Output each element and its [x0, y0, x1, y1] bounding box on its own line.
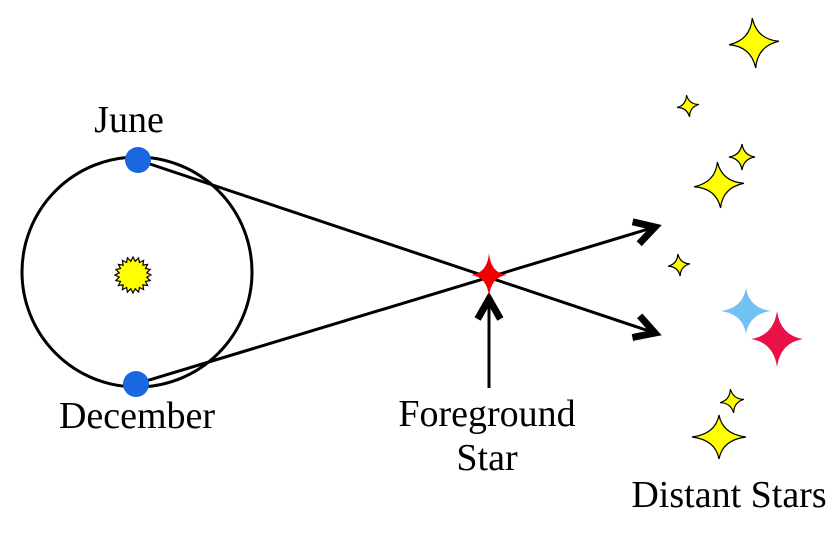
label-december: December — [58, 395, 216, 437]
foreground-star-icon — [471, 253, 507, 297]
sight-line-december — [135, 225, 656, 386]
sight-line-december-arrowhead-icon — [631, 218, 662, 247]
earth-december-dot — [123, 371, 149, 397]
label-foreground-line1: Foreground — [398, 393, 576, 435]
sight-line-june — [137, 158, 656, 335]
label-june: June — [94, 99, 164, 141]
earth-june-dot — [125, 147, 151, 173]
foreground-star-pointer-arrow-arrowhead-icon — [474, 291, 504, 321]
distant-star-yellow-2-icon — [676, 94, 700, 118]
distant-star-yellow-4-icon — [693, 161, 745, 209]
distant-star-yellow-9-icon — [691, 414, 747, 460]
distant-star-yellow-1-icon — [728, 17, 780, 69]
distant-star-red-7-icon — [751, 311, 803, 367]
distant-star-yellow-3-icon — [728, 143, 756, 171]
label-distant-stars: Distant Stars — [631, 474, 827, 516]
sun-icon — [113, 255, 153, 295]
sight-line-june-arrowhead-icon — [631, 313, 662, 341]
distant-star-blue-6-icon — [721, 288, 771, 334]
distant-star-yellow-8-icon — [719, 388, 745, 414]
label-foreground-star: Foreground Star — [398, 392, 575, 480]
label-foreground-line2: Star — [456, 437, 518, 479]
distant-star-yellow-5-icon — [667, 253, 691, 277]
